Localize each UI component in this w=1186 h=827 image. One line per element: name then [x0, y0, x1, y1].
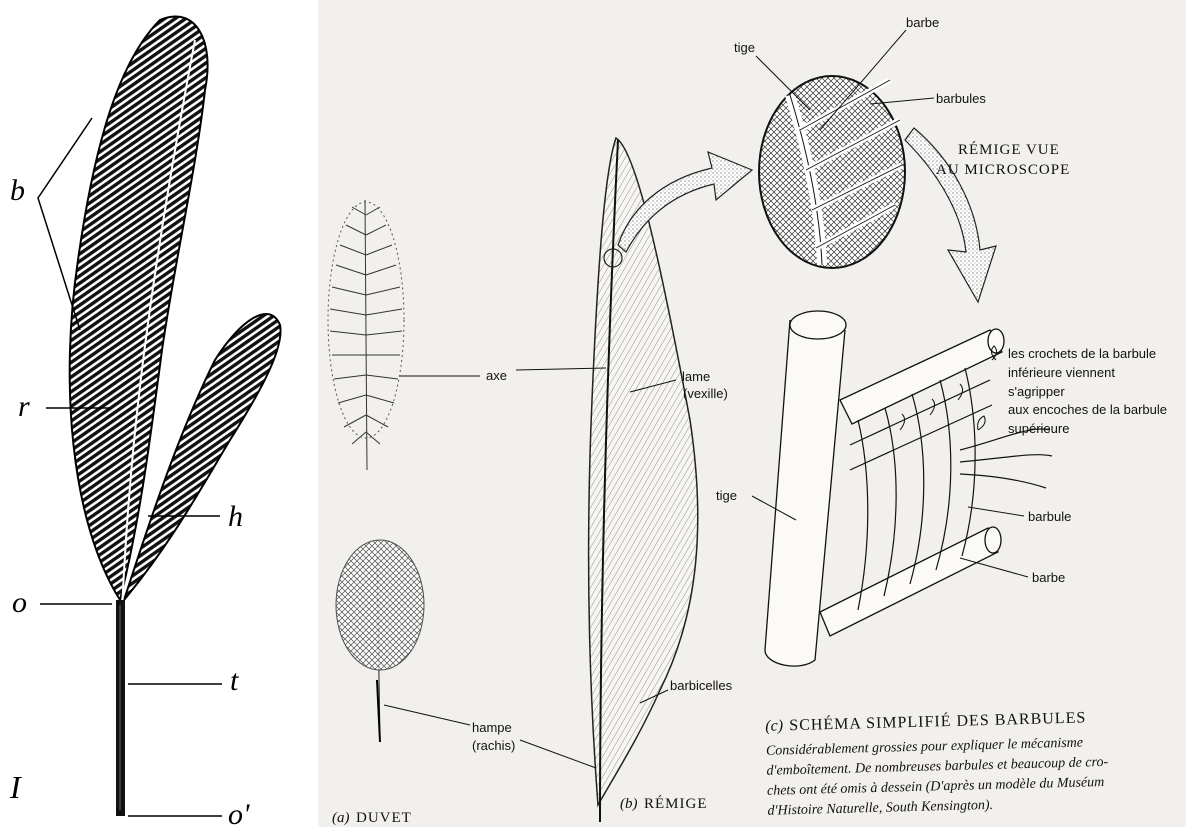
schema-title: SCHÉMA SIMPLIFIÉ DES BARBULES	[789, 707, 1086, 734]
label-crochets-5: supérieure	[1008, 421, 1069, 436]
label-barbe-bottom: barbe	[1032, 570, 1065, 585]
microscope-title-2: AU MICROSCOPE	[936, 162, 1070, 178]
label-crochets-4: aux encoches de la barbule	[1008, 402, 1167, 417]
caption-remige: RÉMIGE	[644, 795, 708, 812]
schema-caption-line4: d'Histoire Naturelle, South Kensington).	[767, 798, 993, 819]
microscope-view	[759, 76, 905, 268]
schema-caption-line1: Considérablement grossies pour expliquer…	[766, 736, 1083, 759]
label-crochets-3: s'agripper	[1008, 384, 1065, 399]
label-barbicelles: barbicelles	[670, 678, 733, 693]
label-crochets-2: inférieure viennent	[1008, 365, 1115, 380]
label-h: h	[228, 500, 243, 533]
caption-b-letter: (b)	[620, 796, 638, 812]
label-o-prime: o'	[228, 798, 250, 827]
label-r: r	[18, 390, 30, 423]
label-barbe-top: barbe	[906, 15, 939, 30]
label-lame: lame	[682, 369, 710, 384]
schema-caption-line3: chets ont été omis à dessein (D'après un…	[767, 775, 1105, 799]
duvet-feather-top	[328, 200, 404, 470]
label-tige-bottom: tige	[716, 488, 737, 503]
label-crochets-1: les crochets de la barbule	[1008, 346, 1156, 361]
microscope-title-1: RÉMIGE VUE	[958, 141, 1060, 158]
remige-feather	[589, 138, 698, 822]
label-vexille: (vexille)	[683, 386, 728, 401]
caption-duvet: DUVET	[356, 810, 412, 826]
caption-a-letter: (a)	[332, 810, 350, 826]
label-axe: axe	[486, 368, 507, 383]
label-barbule-bottom: barbule	[1028, 509, 1071, 524]
label-t: t	[230, 664, 239, 697]
schema-title-letter: (c)	[765, 717, 783, 734]
left-feather-illustration	[70, 16, 281, 816]
figure-label-I: I	[9, 769, 22, 805]
label-b: b	[10, 174, 25, 207]
label-o: o	[12, 586, 27, 619]
label-tige-top: tige	[734, 40, 755, 55]
label-rachis: (rachis)	[472, 738, 515, 753]
label-hampe: hampe	[472, 720, 512, 735]
label-barbules-top: barbules	[936, 91, 986, 106]
